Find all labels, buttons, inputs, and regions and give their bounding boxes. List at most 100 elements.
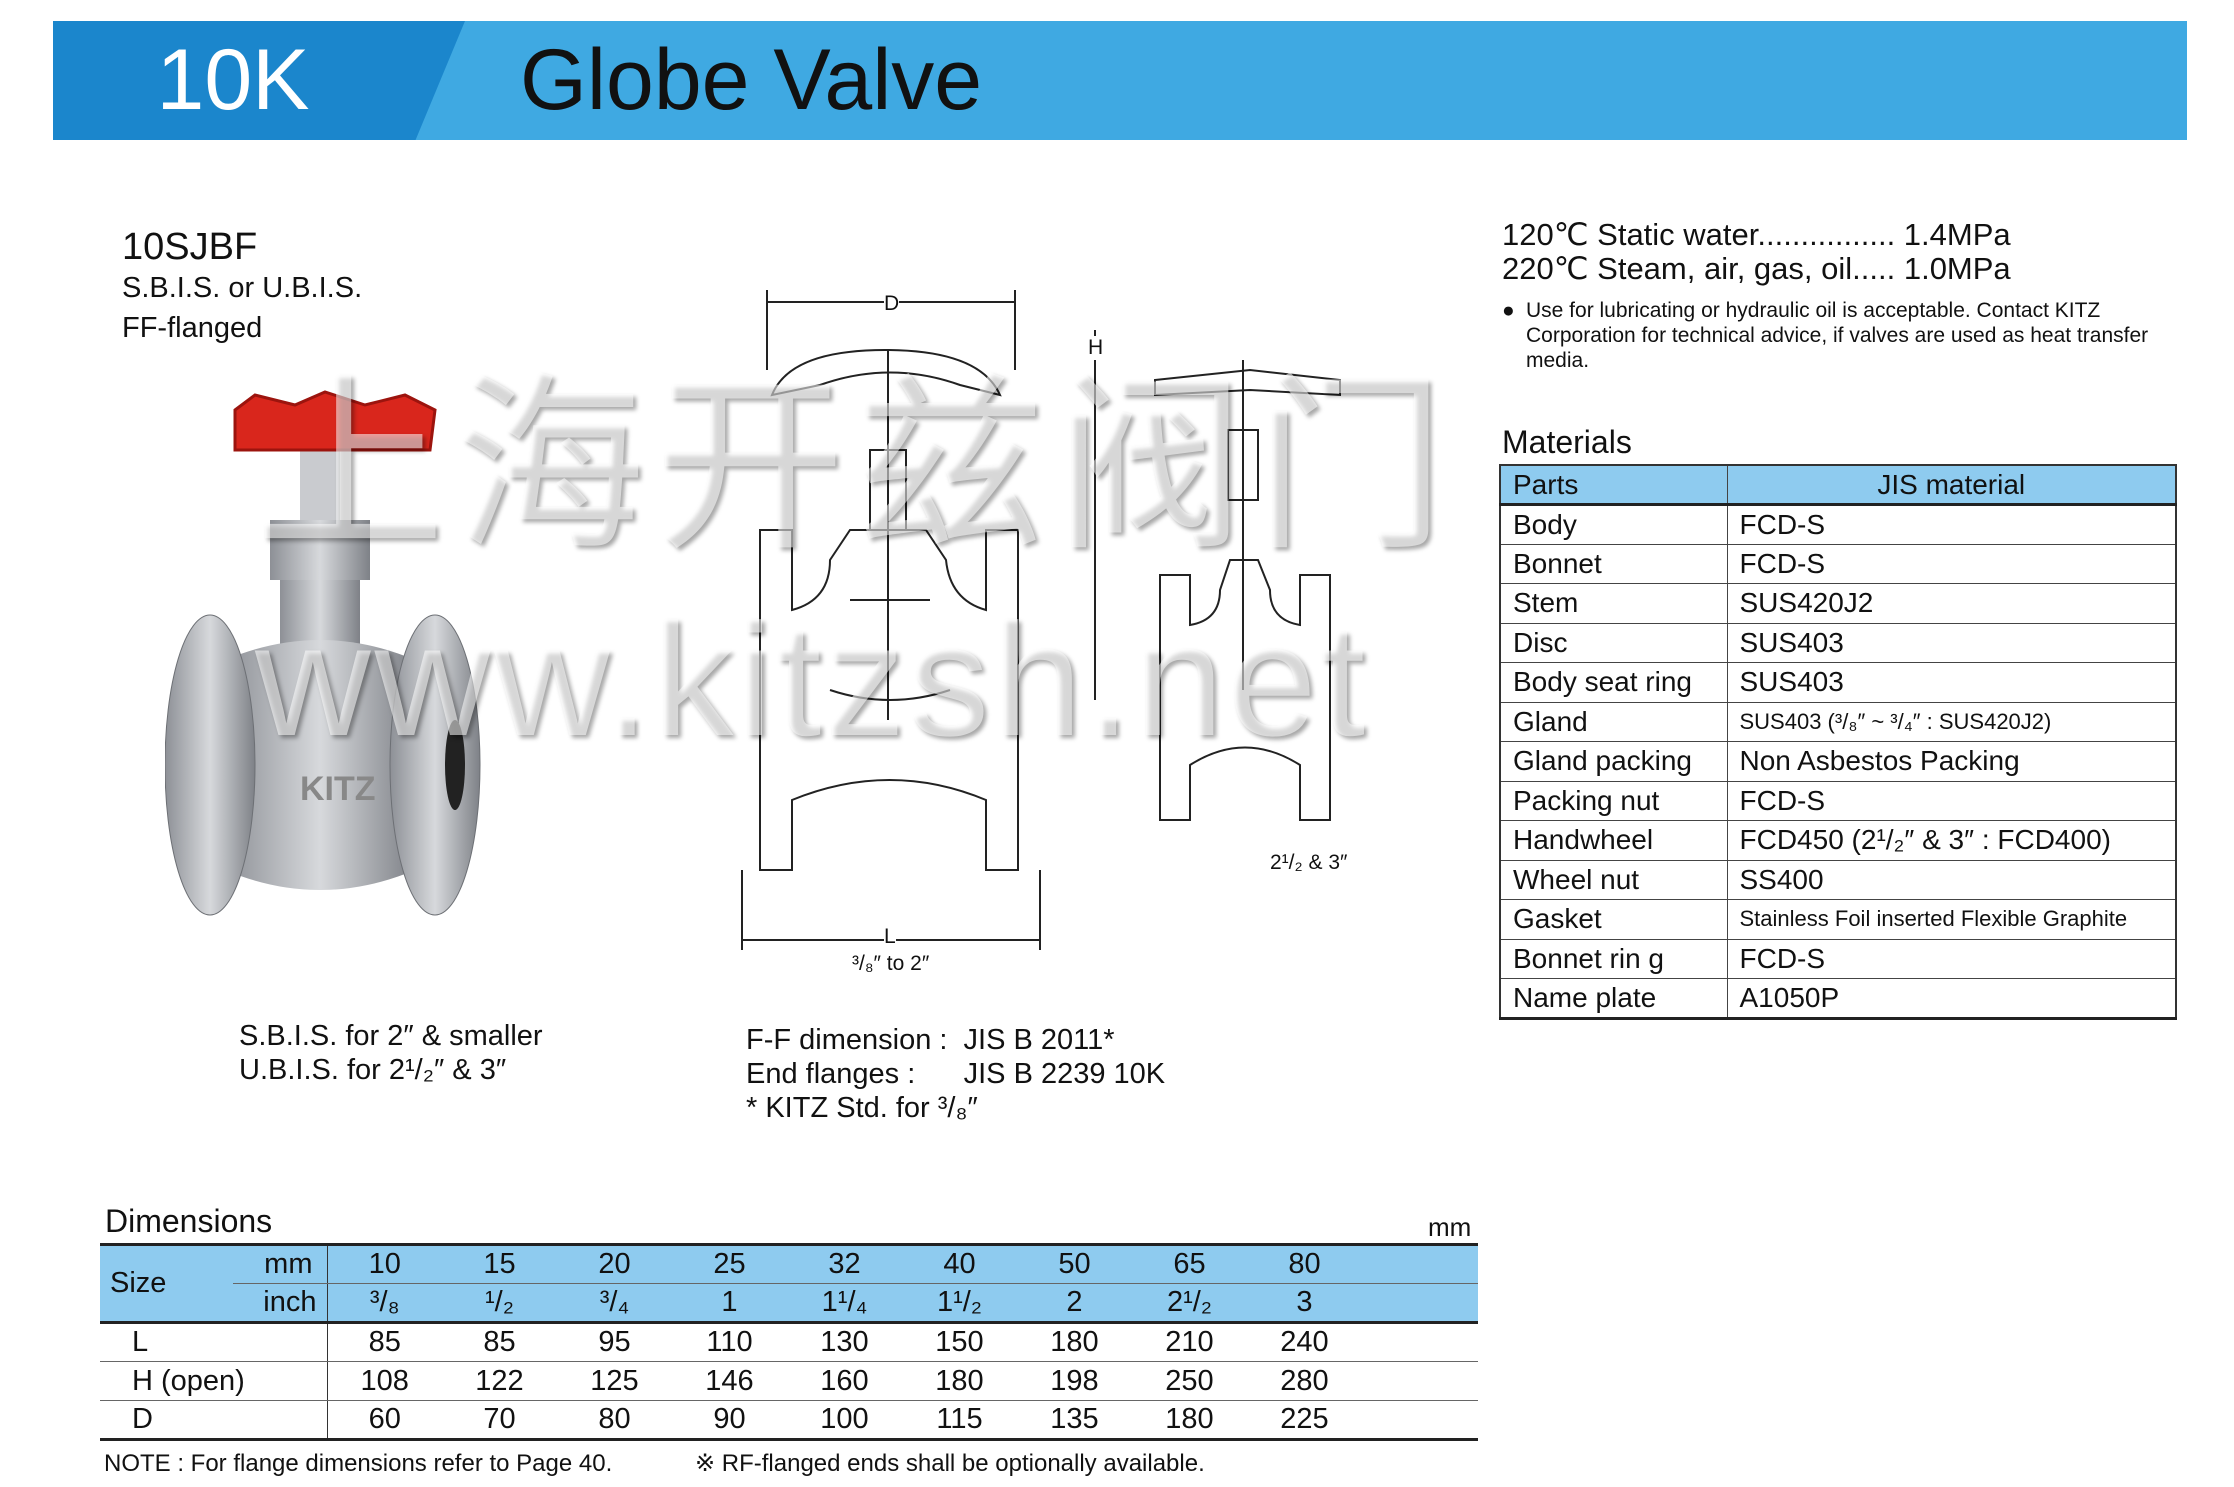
inch-label: inch <box>233 1283 327 1324</box>
dimension-label: D <box>100 1400 327 1440</box>
flange-note: NOTE : For flange dimensions refer to Pa… <box>104 1450 613 1477</box>
size-mm-cell: 25 <box>672 1244 787 1284</box>
dimension-value: 70 <box>442 1400 557 1440</box>
rf-note: ※ RF-flanged ends shall be optionally av… <box>695 1450 1205 1477</box>
size-inch-cell: 2 <box>1017 1283 1132 1324</box>
dimension-value: 130 <box>787 1322 902 1362</box>
part-material: A1050P <box>1726 978 2177 1019</box>
dimension-value: 108 <box>326 1361 442 1401</box>
size-inch-cell: ³/₄ <box>557 1283 672 1324</box>
dimension-value: 100 <box>787 1400 902 1440</box>
size-inch-cell: 1¹/₂ <box>902 1283 1017 1324</box>
dimensions-unit: mm <box>1428 1212 1472 1242</box>
part-name: Bonnet <box>1499 543 1728 584</box>
part-name: Name plate <box>1499 978 1728 1019</box>
part-name: Disc <box>1499 622 1728 663</box>
spacer-cell <box>1362 1361 1478 1401</box>
size-mm-cell: 80 <box>1247 1244 1362 1284</box>
spacer-cell <box>1362 1244 1478 1284</box>
size-mm-cell: 20 <box>557 1244 672 1284</box>
dim-l-label: L <box>884 925 896 949</box>
rating-steam: 220℃ Steam, air, gas, oil..... 1.0MPa <box>1502 251 2011 286</box>
part-name: Gasket <box>1499 899 1728 940</box>
part-name: Stem <box>1499 583 1728 624</box>
dimension-value: 60 <box>326 1400 442 1440</box>
dimension-value: 90 <box>672 1400 787 1440</box>
dimension-value: 160 <box>787 1361 902 1401</box>
size-inch-cell: 1 <box>672 1283 787 1324</box>
page-title: Globe Valve <box>520 32 983 128</box>
part-material: FCD-S <box>1726 938 2177 979</box>
dimension-label: H (open) <box>100 1361 327 1401</box>
rating-water: 120℃ Static water................ 1.4MPa <box>1502 217 2011 252</box>
dimension-value: 250 <box>1132 1361 1247 1401</box>
valve-photo: KITZ <box>165 390 481 916</box>
part-material: SUS403 <box>1726 662 2177 703</box>
part-material: SUS403 <box>1726 622 2177 663</box>
dimension-value: 85 <box>326 1322 442 1362</box>
photo-caption-1: S.B.I.S. for 2″ & smaller <box>239 1020 543 1052</box>
dimension-value: 110 <box>672 1322 787 1362</box>
oil-note: ● Use for lubricating or hydraulic oil i… <box>1502 298 2172 373</box>
dimension-value: 125 <box>557 1361 672 1401</box>
model-name: 10SJBF <box>122 226 258 268</box>
drawing-caption-large: 2¹/₂ & 3″ <box>1270 851 1348 874</box>
bullet-icon: ● <box>1502 299 1515 322</box>
part-material: FCD-S <box>1726 543 2177 584</box>
dimension-value: 240 <box>1247 1322 1362 1362</box>
size-inch-cell: ¹/₂ <box>442 1283 557 1324</box>
dimension-value: 146 <box>672 1361 787 1401</box>
dimension-value: 180 <box>1017 1322 1132 1362</box>
size-mm-cell: 15 <box>442 1244 557 1284</box>
dim-d-label: D <box>884 292 900 316</box>
part-material: SUS420J2 <box>1726 583 2177 624</box>
spacer-cell <box>1362 1283 1478 1324</box>
part-material: SS400 <box>1726 859 2177 900</box>
part-name: Body <box>1499 504 1728 545</box>
photo-caption-2: U.B.I.S. for 2¹/₂″ & 3″ <box>239 1054 507 1086</box>
part-material: Stainless Foil inserted Flexible Graphit… <box>1726 899 2177 940</box>
part-name: Gland <box>1499 701 1728 742</box>
end-flanges: End flanges : JIS B 2239 10K <box>746 1058 1166 1090</box>
part-material: SUS403 (³/₈″ ~ ³/₄″ : SUS420J2) <box>1726 701 2177 742</box>
dimension-value: 280 <box>1247 1361 1362 1401</box>
size-inch-cell: ³/₈ <box>326 1283 442 1324</box>
part-material: FCD450 (2¹/₂″ & 3″ : FCD400) <box>1726 820 2177 861</box>
dimension-value: 180 <box>902 1361 1017 1401</box>
size-label: Size <box>100 1244 233 1324</box>
dimension-value: 150 <box>902 1322 1017 1362</box>
dimension-value: 115 <box>902 1400 1017 1440</box>
dimensions-heading: Dimensions <box>105 1203 273 1239</box>
part-name: Body seat ring <box>1499 662 1728 703</box>
ff-dimension: F-F dimension : JIS B 2011* <box>746 1024 1115 1056</box>
header-class-block <box>53 21 465 140</box>
spacer-cell <box>1362 1400 1478 1440</box>
dim-h-label: H <box>1088 336 1104 360</box>
part-name: Bonnet rin g <box>1499 938 1728 979</box>
dimension-label: L <box>100 1322 327 1362</box>
dimension-value: 198 <box>1017 1361 1132 1401</box>
part-material: FCD-S <box>1726 780 2177 821</box>
oil-note-text: Use for lubricating or hydraulic oil is … <box>1526 299 2149 372</box>
size-mm-cell: 65 <box>1132 1244 1247 1284</box>
mm-label: mm <box>233 1244 327 1284</box>
header-parts: Parts <box>1499 464 1728 506</box>
part-material: FCD-S <box>1726 504 2177 545</box>
dimension-value: 80 <box>557 1400 672 1440</box>
dimension-value: 122 <box>442 1361 557 1401</box>
kitz-std-note: * KITZ Std. for ³/₈″ <box>746 1092 978 1124</box>
svg-text:KITZ: KITZ <box>300 770 376 808</box>
